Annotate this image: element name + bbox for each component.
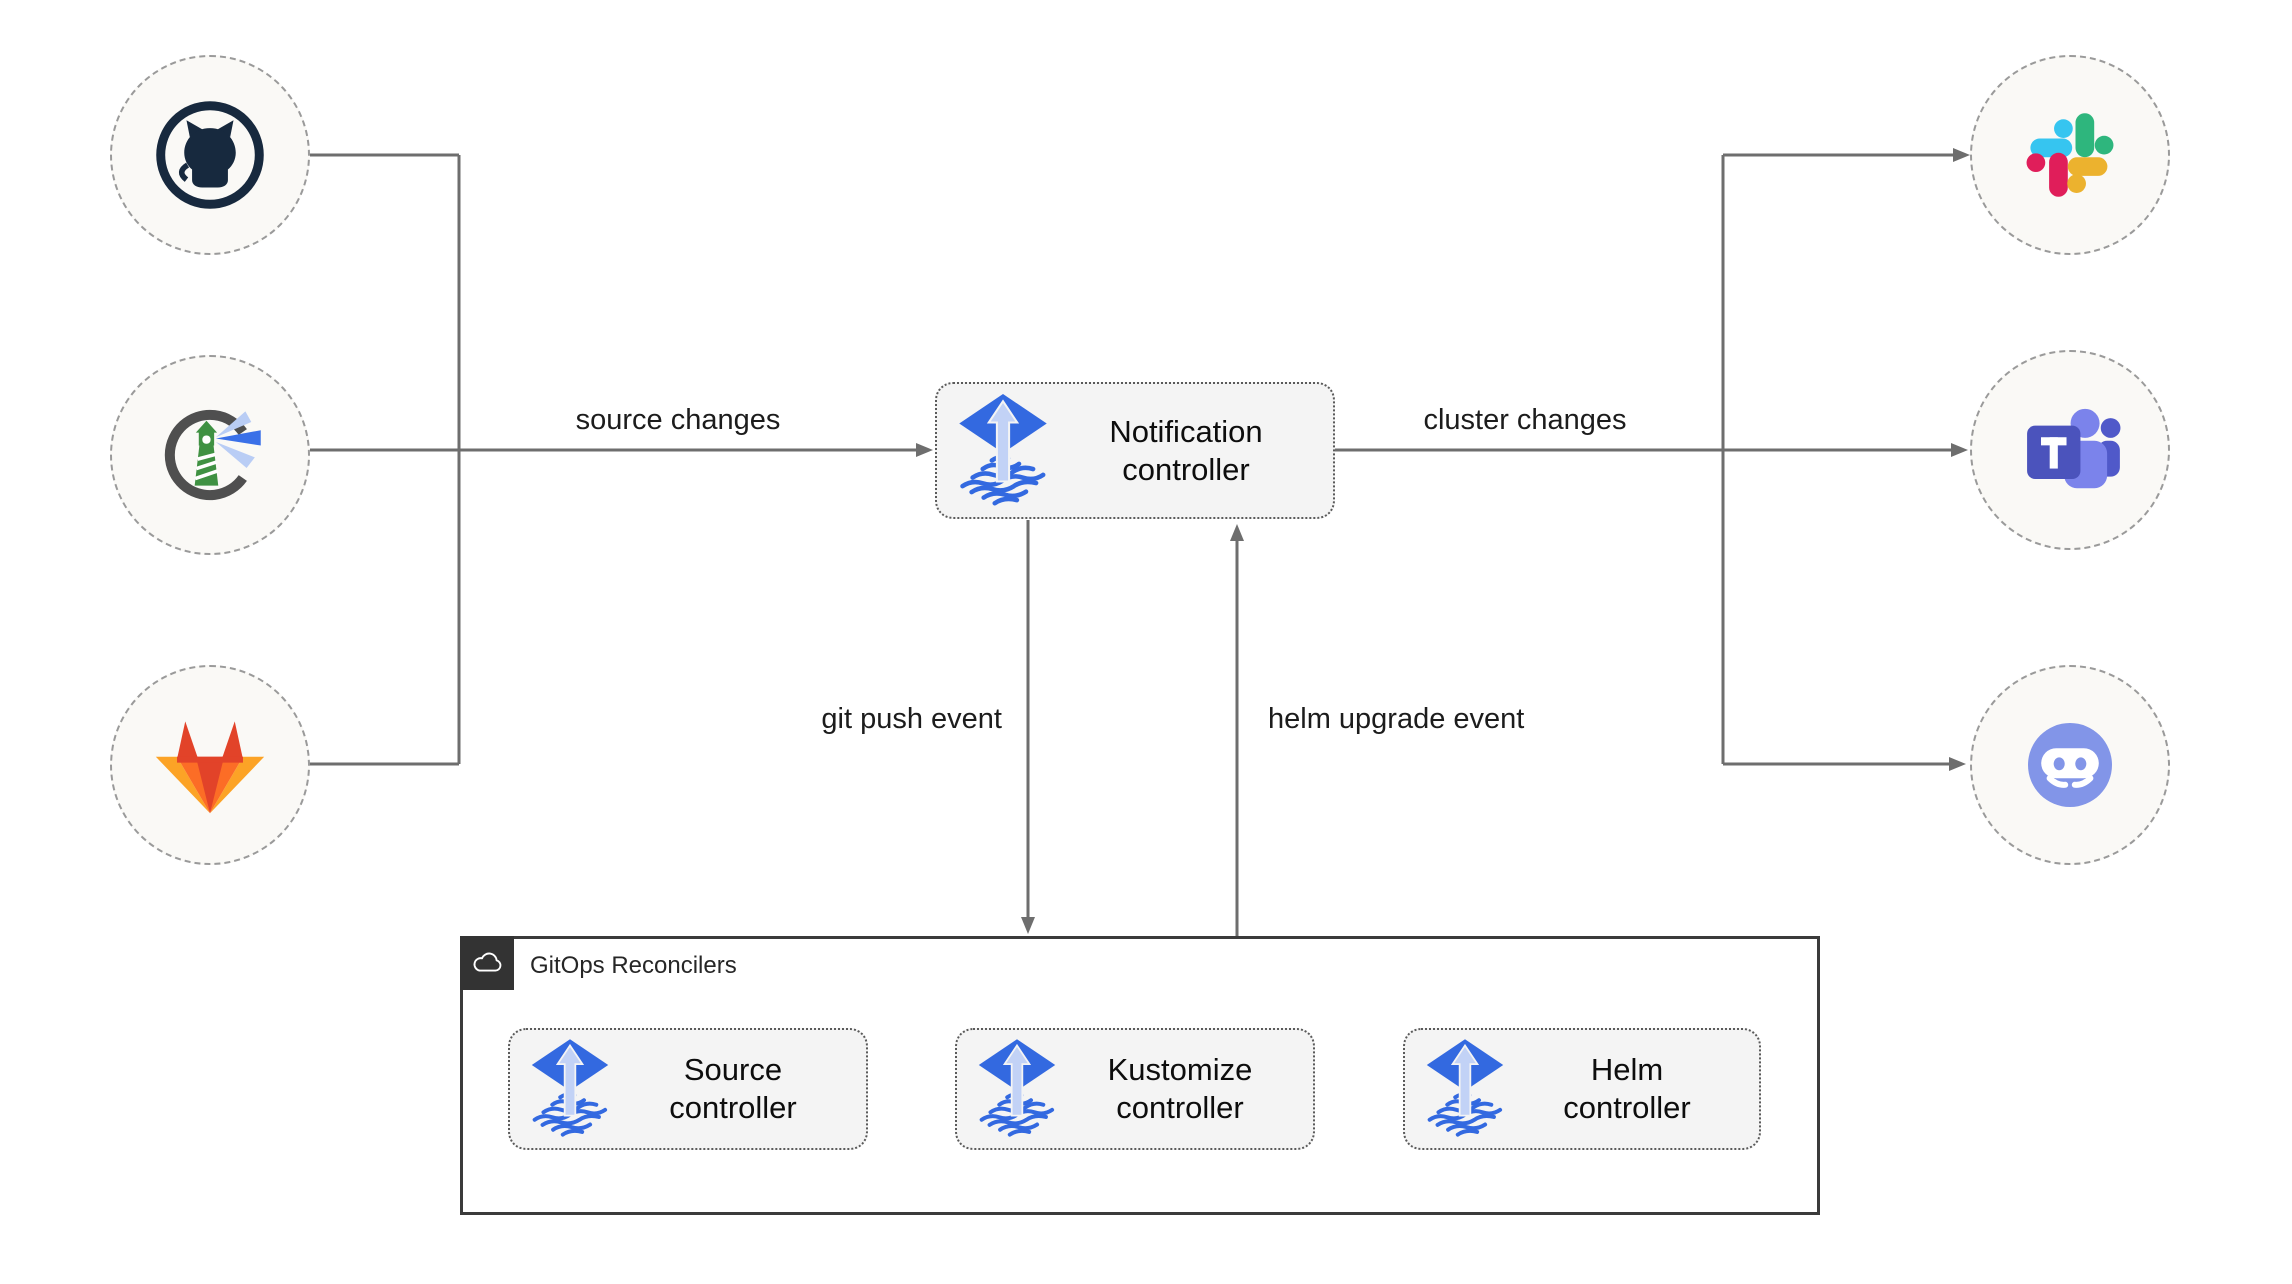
arrowhead-into-teams	[1951, 443, 1968, 457]
flux-icon	[1426, 1039, 1504, 1137]
discord-icon	[2028, 723, 2112, 807]
node-kustomize-controller: Kustomize controller	[955, 1028, 1315, 1150]
gitlab-icon	[155, 721, 265, 814]
arrowhead-into-gitops	[1021, 917, 1035, 934]
node-label: Notification controller	[1049, 413, 1323, 489]
github-icon	[156, 101, 264, 209]
gitops-reconcilers-label: GitOps Reconcilers	[530, 952, 737, 979]
edge-label-git-push-event: git push event	[821, 703, 1002, 735]
target-node-slack	[1970, 55, 2170, 255]
node-label: Kustomize controller	[1057, 1051, 1303, 1127]
node-notification-controller: Notification controller	[935, 382, 1335, 519]
edge-label-cluster-changes: cluster changes	[1423, 404, 1627, 436]
cloud-icon	[473, 952, 502, 972]
arrowhead-into-notification-bottom	[1230, 524, 1244, 541]
arrowhead-into-slack	[1953, 148, 1970, 162]
arrowhead-into-discord	[1949, 757, 1966, 771]
edge-label-source-changes: source changes	[575, 404, 781, 436]
node-source-controller: Source controller	[508, 1028, 868, 1150]
slack-icon	[2026, 113, 2114, 197]
flux-icon	[978, 1039, 1056, 1137]
source-controller-label: Source controller	[669, 1052, 797, 1125]
target-node-discord	[1970, 665, 2170, 865]
node-label: Helm controller	[1505, 1051, 1749, 1127]
source-node-gitlab	[110, 665, 310, 865]
source-node-github	[110, 55, 310, 255]
harbor-icon	[164, 409, 261, 501]
gitops-reconcilers-container: GitOps Reconcilers Source controller	[460, 936, 1820, 1215]
target-node-teams	[1970, 350, 2170, 550]
kustomize-controller-label: Kustomize controller	[1107, 1052, 1253, 1125]
node-helm-controller: Helm controller	[1403, 1028, 1761, 1150]
helm-controller-label: Helm controller	[1563, 1052, 1691, 1125]
arrowhead-into-notification	[916, 443, 933, 457]
flux-icon	[959, 393, 1047, 506]
edge-label-helm-upgrade-event: helm upgrade event	[1268, 703, 1525, 735]
teams-icon	[2027, 408, 2121, 489]
node-label: Source controller	[610, 1051, 856, 1127]
notification-controller-label: Notification controller	[1109, 413, 1263, 487]
flux-icon	[531, 1039, 609, 1137]
container-tab	[460, 936, 514, 990]
source-node-harbor	[110, 355, 310, 555]
